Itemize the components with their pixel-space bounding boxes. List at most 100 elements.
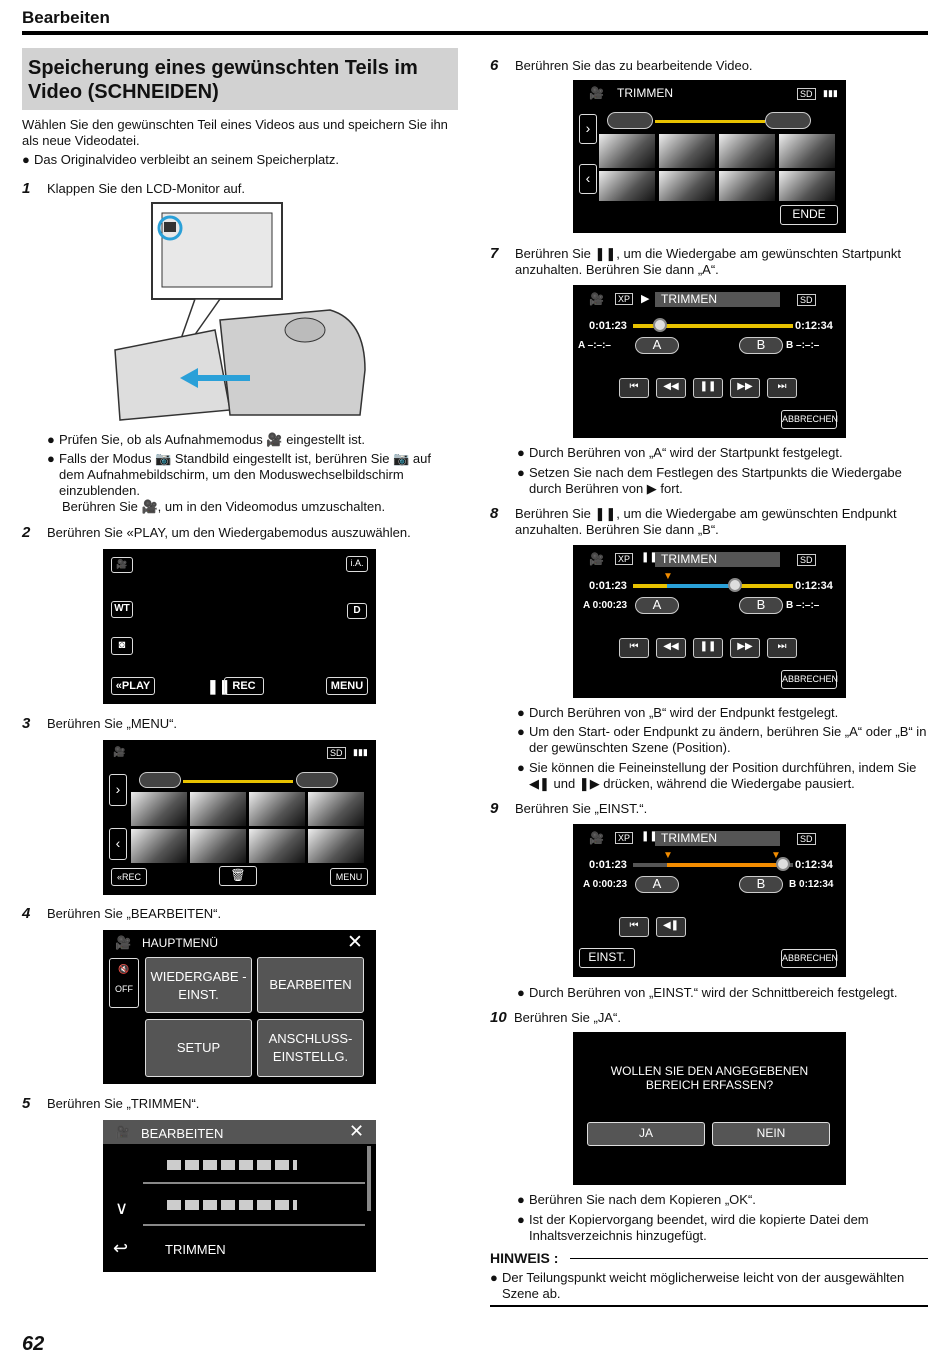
play-button[interactable]: «PLAY	[111, 677, 155, 695]
menu-button[interactable]: MENU	[326, 677, 368, 695]
list-item-2[interactable]	[143, 1186, 365, 1226]
edit-button[interactable]: BEARBEITEN	[257, 957, 364, 1013]
timeline-knob[interactable]	[728, 578, 742, 592]
rewind-icon[interactable]: ◀◀	[656, 638, 686, 658]
xp-icon: XP	[615, 832, 634, 844]
playback-settings-button[interactable]: WIEDERGABE -EINST.	[145, 957, 252, 1013]
hinweis-title: HINWEIS :	[490, 1250, 563, 1266]
pause-icon[interactable]: ❚❚	[693, 378, 723, 398]
a-button[interactable]: A	[635, 337, 679, 354]
fast-forward-icon[interactable]: ▶▶	[730, 378, 760, 398]
next-arrow-icon[interactable]: ›	[579, 114, 597, 144]
fast-forward-icon[interactable]: ▶▶	[730, 638, 760, 658]
end-button[interactable]: ENDE	[780, 205, 838, 225]
trim-title: TRIMMEN	[661, 552, 717, 566]
thumbnail[interactable]	[249, 829, 305, 863]
chevron-down-icon[interactable]: ∨	[115, 1198, 129, 1218]
cancel-button[interactable]: ABBRECHEN	[781, 949, 838, 968]
a-button[interactable]: A	[635, 876, 679, 893]
selected-range	[667, 584, 735, 588]
thumbnail[interactable]	[599, 171, 655, 201]
current-time: 0:01:23	[589, 320, 627, 332]
thumbnail[interactable]	[779, 134, 835, 168]
scrollbar[interactable]	[367, 1146, 371, 1211]
a-button[interactable]: A	[635, 597, 679, 614]
next-arrow-icon[interactable]: ›	[109, 774, 127, 806]
connection-settings-button[interactable]: ANSCHLUSS-EINSTELLG.	[257, 1019, 364, 1077]
close-icon[interactable]: ✕	[347, 932, 363, 953]
thumbnail[interactable]	[308, 792, 364, 826]
no-button[interactable]: NEIN	[712, 1122, 830, 1146]
b-button[interactable]: B	[739, 876, 783, 893]
header-title: Bearbeiten	[22, 8, 110, 27]
cancel-button[interactable]: ABBRECHEN	[781, 670, 838, 689]
thumbnail[interactable]	[131, 792, 187, 826]
skip-forward-icon[interactable]: ⏭	[767, 638, 797, 658]
hinweis-text: ●Der Teilungspunkt weicht möglicherweise…	[490, 1270, 905, 1301]
skip-back-icon[interactable]: ⏮	[619, 378, 649, 398]
start-marker: ▼	[663, 571, 673, 582]
yes-button[interactable]: JA	[587, 1122, 705, 1146]
prev-arrow-icon[interactable]: ‹	[579, 164, 597, 194]
title-bar	[655, 292, 780, 307]
prev-arrow-icon[interactable]: ‹	[109, 828, 127, 860]
sd-icon: SD	[797, 833, 816, 845]
d-button[interactable]: D	[347, 603, 367, 619]
b-button[interactable]: B	[739, 597, 783, 614]
rewind-icon[interactable]: ◀◀	[656, 378, 686, 398]
a-point-label: A –:–:–	[578, 340, 611, 351]
wt-button[interactable]: WT	[111, 601, 133, 618]
trimmen-item[interactable]: TRIMMEN	[165, 1242, 226, 1257]
b-button[interactable]: B	[739, 337, 783, 354]
cancel-button[interactable]: ABBRECHEN	[781, 410, 838, 429]
scroll-bar	[183, 780, 293, 783]
step1-notes: ●Prüfen Sie, ob als Aufnahmemodus 🎥 eing…	[22, 432, 462, 541]
thumbnail[interactable]	[659, 171, 715, 201]
list-item-1[interactable]	[143, 1146, 365, 1184]
video-mode-icon[interactable]: 🎥	[111, 557, 133, 573]
timeline-knob[interactable]	[776, 857, 790, 871]
frame-back-icon[interactable]: ◀❚	[656, 917, 686, 937]
skip-back-icon[interactable]: ⏮	[619, 638, 649, 658]
skip-forward-icon[interactable]: ⏭	[767, 378, 797, 398]
intro-bullet: ●Das Originalvideo verbleibt an seinem S…	[22, 152, 339, 167]
mute-off-button[interactable]: 🔇OFF	[109, 958, 139, 1008]
trash-icon[interactable]: 🗑	[219, 866, 257, 886]
rec-button[interactable]: «REC	[111, 868, 147, 886]
b-point-label: B –:–:–	[786, 340, 820, 351]
skip-back-icon[interactable]: ⏮	[619, 917, 649, 937]
timeline-knob[interactable]	[653, 318, 667, 332]
menu-button[interactable]: MENU	[330, 868, 368, 886]
thumbnail[interactable]	[249, 792, 305, 826]
camera-icon[interactable]: ◙	[111, 637, 133, 655]
thumbnail[interactable]	[190, 829, 246, 863]
thumbnail[interactable]	[599, 134, 655, 168]
thumbnail[interactable]	[131, 829, 187, 863]
setup-button[interactable]: SETUP	[145, 1019, 252, 1077]
timeline-bar[interactable]	[633, 324, 793, 328]
rec-button[interactable]: REC	[224, 677, 264, 695]
main-menu-screen: 🎥 HAUPTMENÜ ✕ 🔇OFF WIEDERGABE -EINST. BE…	[103, 930, 376, 1084]
thumbnail[interactable]	[308, 829, 364, 863]
close-icon[interactable]: ✕	[349, 1121, 365, 1141]
hinweis-rule	[570, 1258, 928, 1259]
total-time: 0:12:34	[795, 859, 833, 871]
record-screen: 🎥 i.A. WT D ◙ «PLAY ❚❚ REC MENU	[103, 549, 376, 704]
date-pill-left	[139, 772, 181, 788]
thumbnail[interactable]	[719, 171, 775, 201]
thumbnail[interactable]	[190, 792, 246, 826]
set-button[interactable]: EINST.	[579, 948, 635, 968]
pause-icon[interactable]: ❚❚	[693, 638, 723, 658]
back-icon[interactable]: ↩	[113, 1238, 129, 1258]
sd-icon: SD	[797, 554, 816, 566]
thumbnail[interactable]	[719, 134, 775, 168]
total-time: 0:12:34	[795, 580, 833, 592]
note-bullet: ●Durch Berühren von „EINST.“ wird der Sc…	[517, 985, 898, 1000]
thumbnail[interactable]	[659, 134, 715, 168]
ia-button[interactable]: i.A.	[346, 556, 368, 572]
thumbnail[interactable]	[779, 171, 835, 201]
note-bullet: ●Setzen Sie nach dem Festlegen des Start…	[517, 465, 902, 496]
video-mode-icon: 🎥	[589, 292, 604, 306]
